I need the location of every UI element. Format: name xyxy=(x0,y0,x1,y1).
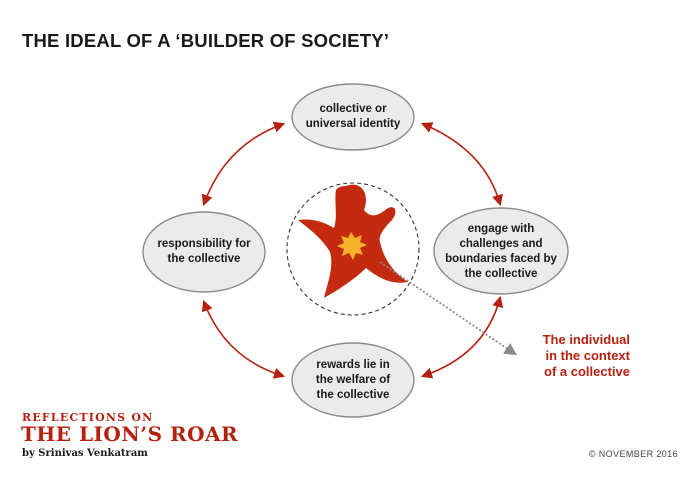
brand-series: REFLECTIONS ON xyxy=(22,411,154,424)
arrow-right-bottom xyxy=(420,295,504,379)
burst-icon xyxy=(337,232,367,260)
callout-text: The individual in the context of a colle… xyxy=(542,332,630,379)
node-right-shape xyxy=(433,207,569,295)
page-title: THE IDEAL OF A ‘BUILDER OF SOCIETY’ xyxy=(22,30,390,51)
copyright-text: © NOVEMBER 2016 xyxy=(588,449,678,459)
node-left-label: responsibility for the collective xyxy=(157,238,251,265)
arrow-top-right xyxy=(420,122,503,207)
node-top-shape xyxy=(291,83,415,151)
node-top-label: collective or universal identity xyxy=(305,103,401,130)
arrow-top-left xyxy=(201,121,286,207)
brand-name: THE LION’S ROAR xyxy=(21,422,239,446)
center-dashed-circle xyxy=(286,182,420,316)
node-right-label: engage with challenges and boundaries fa… xyxy=(445,223,557,280)
arrow-left-bottom xyxy=(201,299,286,379)
node-left-shape xyxy=(142,211,266,293)
callout-pointer xyxy=(379,261,518,356)
node-bottom-shape xyxy=(291,342,415,418)
node-bottom-label: rewards lie in the welfare of the collec… xyxy=(315,358,391,401)
brand-author: by Srinivas Venkatram xyxy=(22,448,148,459)
